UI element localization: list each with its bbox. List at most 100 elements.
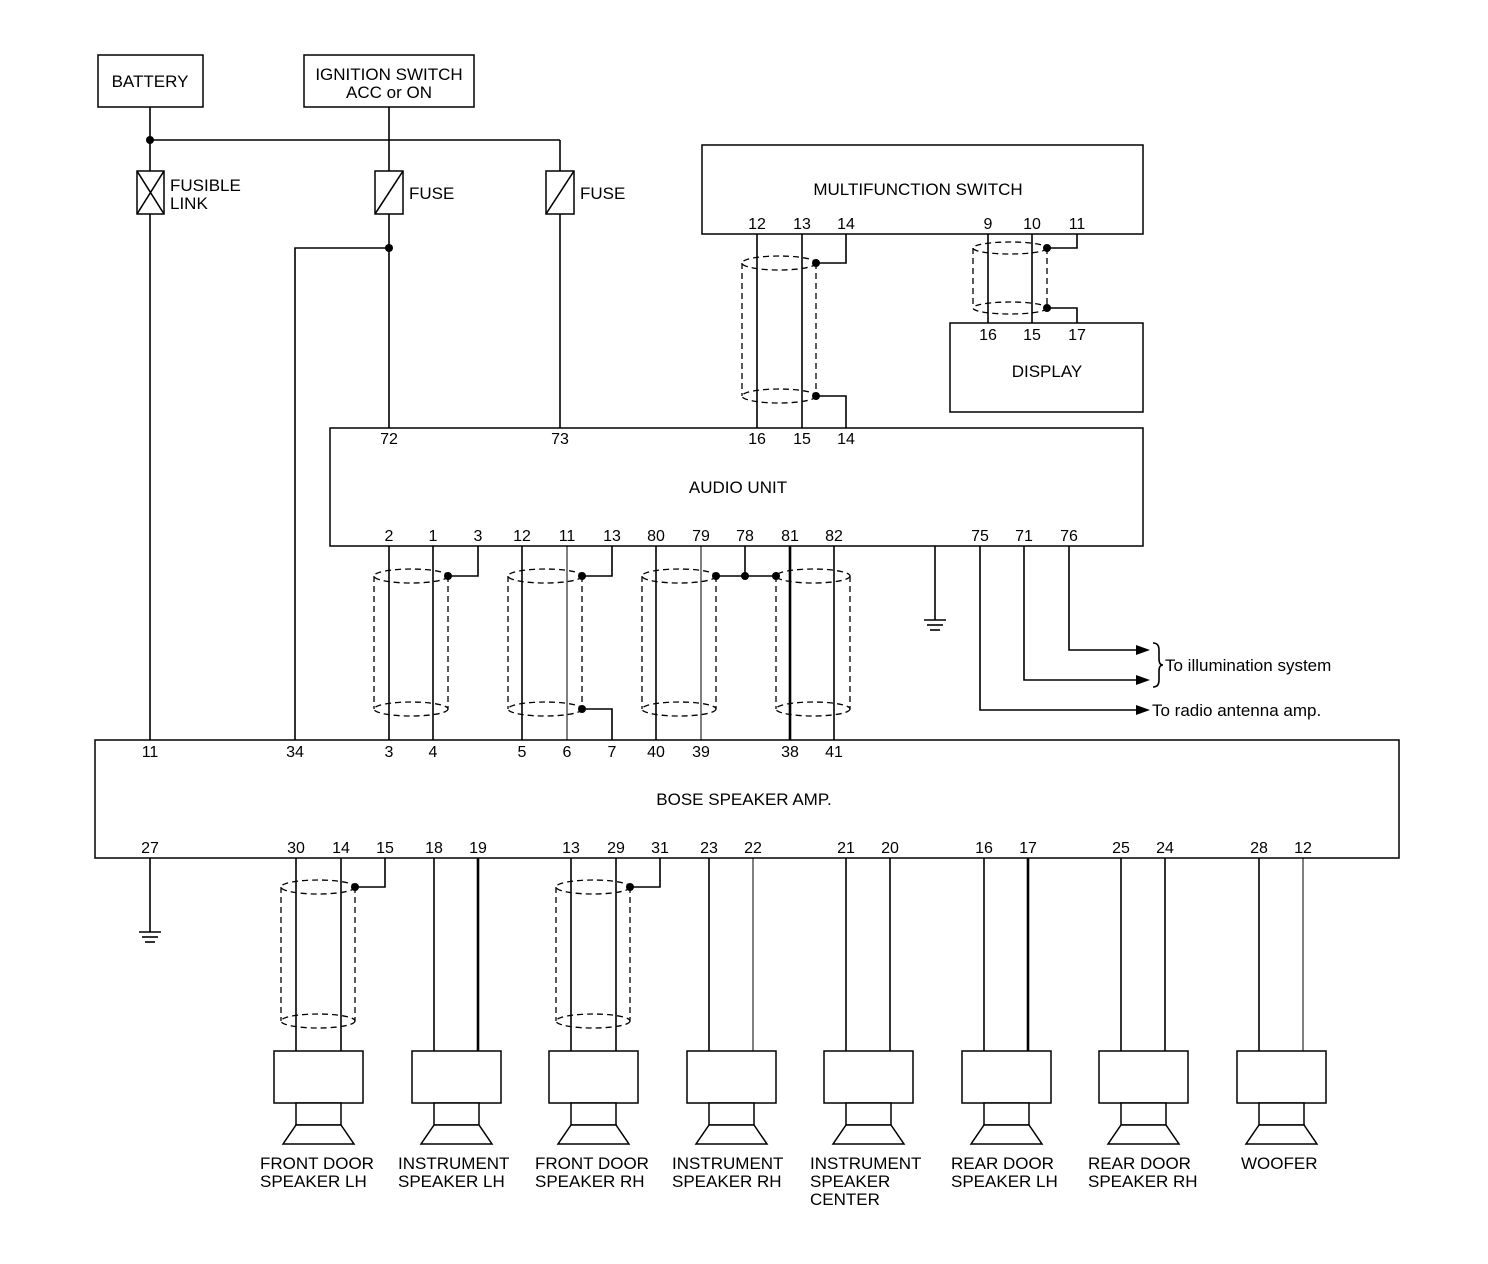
bose-7-shield-wire [582,708,613,740]
speaker-icon [686,1050,777,1145]
audio-pin-12: 12 [513,528,531,545]
bose-pin-12: 12 [1294,840,1312,857]
mfs-pin-13: 13 [793,216,811,233]
shielded-cable-icon [741,255,817,404]
instrument-center-label-3: CENTER [810,1190,880,1209]
arrow-right-icon [1136,675,1150,685]
bose-pin-31: 31 [651,840,669,857]
bose-pin-30: 30 [287,840,305,857]
front-door-rh-label-2: SPEAKER RH [535,1172,645,1191]
audio-pin-82: 82 [825,528,843,545]
audio-pin-16: 16 [748,431,766,448]
mfs-pin-9: 9 [984,216,993,233]
arrow-right-icon [1136,705,1150,715]
ignition-switch-mode-label: ACC or ON [346,83,432,102]
ground-icon [139,931,161,943]
bose-15-shield-wire [355,858,386,888]
bose-pin-23: 23 [700,840,718,857]
bose-pin-19: 19 [469,840,487,857]
audio-unit-box [329,427,1144,547]
mfs-pin-14: 14 [837,216,855,233]
instrument-rh-label-2: SPEAKER RH [672,1172,782,1191]
instrument-lh-label-2: SPEAKER LH [398,1172,505,1191]
bose-pin-17: 17 [1019,840,1037,857]
shield-junction [351,883,359,891]
bose-pin-16: 16 [975,840,993,857]
instrument-rh-label: INSTRUMENT [672,1154,783,1173]
audio-unit-label: AUDIO UNIT [689,478,787,497]
woofer-label: WOOFER [1241,1154,1318,1173]
shield-junction [444,572,452,580]
antenna-label: To radio antenna amp. [1152,701,1321,720]
rear-door-rh-label: REAR DOOR [1088,1154,1191,1173]
shielded-cable-icon [280,879,356,1029]
bose-pin-5: 5 [518,744,527,761]
audio-76-illumination-wire [1068,546,1140,651]
bose-pin-25: 25 [1112,840,1130,857]
instrument-center-label-2: SPEAKER [810,1172,890,1191]
shield-junction [1043,304,1051,312]
speaker-icon [1098,1050,1189,1145]
bose-pin-21: 21 [837,840,855,857]
bose-pin-11: 11 [142,744,159,761]
instrument-center-label: INSTRUMENT [810,1154,921,1173]
shield-junction [772,572,780,580]
mfs-14-shield-wire [816,234,847,264]
bose-pin-29: 29 [607,840,625,857]
fusible-link-label-2: LINK [170,194,208,213]
audio-pin-81: 81 [781,528,799,545]
audio-pin-73: 73 [551,431,569,448]
audio-75-antenna-wire [979,546,1140,711]
bose-amp-label: BOSE SPEAKER AMP. [656,790,831,809]
bose-pin-7: 7 [608,744,617,761]
front-door-lh-label-2: SPEAKER LH [260,1172,367,1191]
shield-junction [812,259,820,267]
bose-pin-34: 34 [286,744,304,761]
shielded-cable-icon [641,568,717,717]
audio-pin-15: 15 [793,431,811,448]
bose-pin-4: 4 [429,744,438,761]
speaker-icon [1236,1050,1327,1145]
audio-pin-14: 14 [837,431,855,448]
battery-box [97,54,204,108]
display-17-shield-wire [1047,307,1078,323]
display-label: DISPLAY [1012,362,1083,381]
speaker-icon [273,1050,364,1145]
fusible-link-icon [136,170,165,215]
mfs-pin-11: 11 [1069,216,1086,233]
audio-pin-71: 71 [1015,528,1033,545]
audio-pin-2: 2 [385,528,394,545]
rear-door-lh-label-2: SPEAKER LH [951,1172,1058,1191]
bose-amp-box [94,739,1400,859]
shielded-cable-icon [775,568,851,717]
bose-pin-20: 20 [881,840,899,857]
speaker-icon [411,1050,502,1145]
mfs-pin-12: 12 [748,216,766,233]
mfs-11-shield-wire [1047,234,1078,249]
display-pin-16: 16 [979,327,997,344]
fuse-label: FUSE [409,184,454,203]
mfs-pin-10: 10 [1023,216,1041,233]
shielded-cable-icon [373,568,449,717]
shield-junction [578,705,586,713]
bose-pin-40: 40 [647,744,665,761]
audio-71-illumination-wire [1023,546,1140,681]
bose-pin-13: 13 [562,840,580,857]
battery-bus-junction [146,136,154,144]
speaker-icon [823,1050,914,1145]
bose-pin-6: 6 [563,744,572,761]
bose-pin-3: 3 [385,744,394,761]
acc-to-bose-34-wire [294,247,389,740]
audio-pin-79: 79 [692,528,710,545]
display-box [949,322,1144,413]
shield-junction [1043,244,1051,252]
audio-pin-72: 72 [380,431,398,448]
audio-pin-75: 75 [971,528,989,545]
audio-pin-13: 13 [603,528,621,545]
illumination-label: To illumination system [1165,656,1331,675]
ground-icon [924,619,946,631]
shield-junction [578,572,586,580]
shield-junction [741,572,749,580]
fuse-label-2: FUSE [580,184,625,203]
display-pin-17: 17 [1068,327,1086,344]
